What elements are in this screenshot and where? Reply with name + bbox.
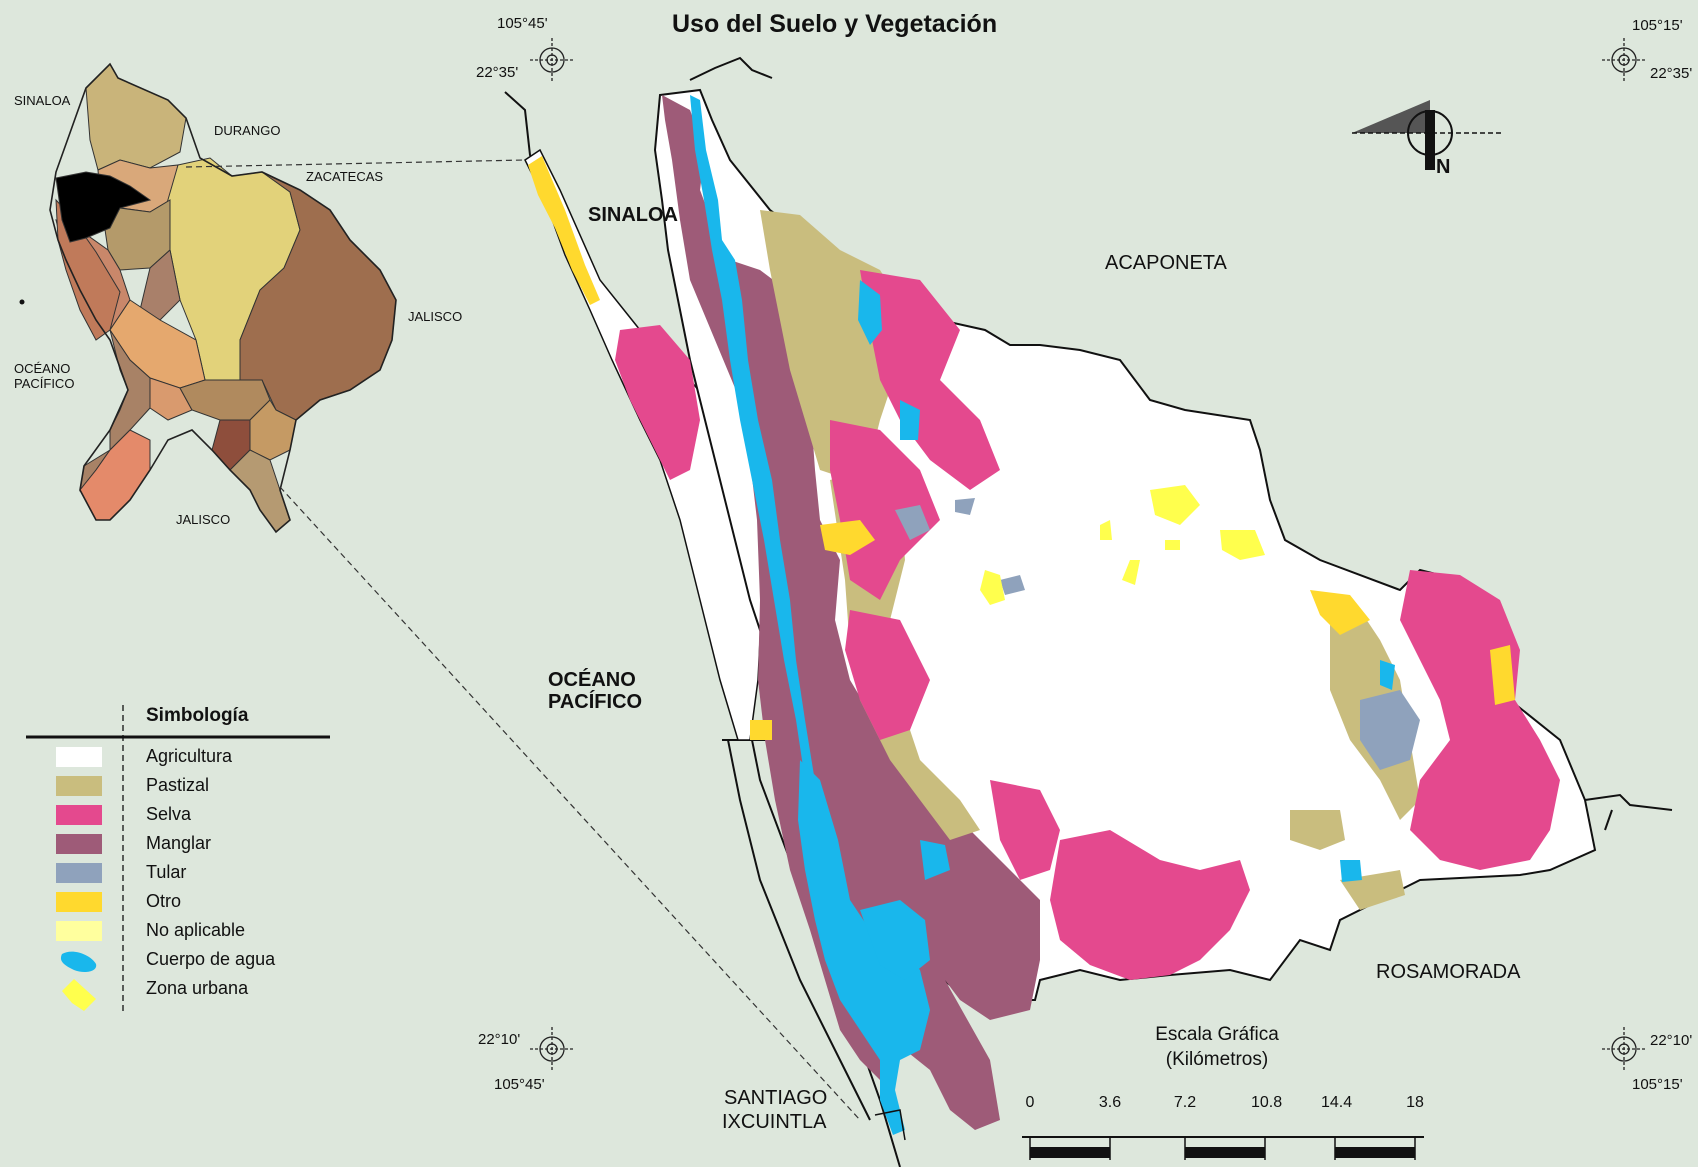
coord-marker-bottom-right (1602, 1027, 1646, 1071)
inset-label-pacifico: PACÍFICO (14, 376, 75, 391)
legend-swatch (56, 747, 102, 767)
selva-areas (615, 270, 1560, 980)
scale-tick-label: 10.8 (1251, 1094, 1283, 1111)
inset-municipalities (55, 63, 397, 533)
legend-item-label: Cuerpo de agua (146, 949, 276, 969)
scale-tick-label: 0 (1025, 1094, 1035, 1111)
scale-title-line2: (Kilómetros) (1165, 1049, 1269, 1070)
inset-connector-lines (185, 159, 861, 1121)
map-title: Uso del Suelo y Vegetación (672, 10, 998, 38)
inset-island-dot (19, 299, 25, 305)
inset-tecuala-highlight (55, 171, 152, 243)
map-label-ixcuintla: IXCUINTLA (722, 1111, 827, 1133)
scale-tick-label: 18 (1406, 1094, 1424, 1111)
legend-urban-icon (62, 979, 96, 1011)
coord-bottom-left-lon: 105°45' (494, 1076, 545, 1093)
scale-tick-label: 7.2 (1173, 1094, 1197, 1111)
inset-label-zacatecas: ZACATECAS (306, 169, 384, 184)
inset-label-jalisco-south: JALISCO (176, 512, 231, 527)
coastal-yellow-band (528, 156, 600, 305)
legend-item-label: Manglar (146, 833, 212, 853)
southern-boundary-strip (874, 1109, 906, 1141)
coord-bottom-right-lon: 105°15' (1632, 1076, 1683, 1093)
map-label-acaponeta: ACAPONETA (1105, 252, 1227, 274)
coord-top-left-lon: 105°45' (497, 15, 548, 32)
legend-item-label: No aplicable (146, 920, 246, 940)
coord-marker-top-right (1602, 38, 1646, 82)
inset-label-durango: DURANGO (214, 123, 281, 138)
inset-outline (49, 62, 397, 534)
north-label: N (1436, 156, 1451, 178)
legend-item-label: Zona urbana (146, 978, 249, 998)
inset-ruiz (139, 249, 181, 321)
inset-label-oceano: OCÉANO (14, 361, 71, 376)
scale-tick-label: 14.4 (1321, 1094, 1353, 1111)
legend-water-icon (60, 951, 97, 972)
map-label-santiago: SANTIAGO (724, 1087, 828, 1109)
scale-title-line1: Escala Gráfica (1155, 1024, 1279, 1045)
legend-swatch (56, 834, 102, 854)
inset-map (19, 62, 397, 534)
legend-swatch (56, 776, 102, 796)
legend-swatch (56, 892, 102, 912)
coord-top-right-lat: 22°35' (1650, 65, 1693, 82)
legend-graphics (26, 705, 330, 1015)
north-arrow-icon (1352, 100, 1502, 170)
main-map (504, 56, 1673, 1167)
legend-item-label: Tular (146, 862, 187, 882)
coastal-strip (524, 148, 763, 741)
coord-bottom-left-lat: 22°10' (478, 1031, 521, 1048)
map-label-pacifico: PACÍFICO (548, 691, 643, 713)
legend-swatch (56, 921, 102, 941)
legend-swatch (56, 805, 102, 825)
inset-label-sinaloa: SINALOA (14, 93, 71, 108)
agua-areas (690, 95, 1395, 1135)
scale-tick-label: 3.6 (1098, 1094, 1122, 1111)
tular-areas (895, 498, 1420, 770)
map-label-sinaloa: SINALOA (588, 204, 678, 226)
coord-top-right-lon: 105°15' (1632, 17, 1683, 34)
coord-marker-bottom-left (530, 1027, 574, 1071)
scale-bar (1022, 1136, 1424, 1160)
legend-item-label: Agricultura (146, 746, 233, 766)
legend-item-label: Otro (146, 891, 182, 911)
coord-top-left-lat: 22°35' (476, 64, 519, 81)
coord-marker-top-left (530, 38, 574, 82)
coord-bottom-right-lat: 22°10' (1650, 1032, 1693, 1049)
otro-areas (750, 520, 1515, 740)
legend-item-label: Selva (146, 804, 192, 824)
legend-item-label: Pastizal (146, 775, 210, 795)
legend-swatches (56, 747, 102, 1011)
map-label-oceano: OCÉANO (548, 669, 636, 691)
map-label-rosamorada: ROSAMORADA (1376, 961, 1521, 983)
legend-swatch (56, 863, 102, 883)
legend-title: Simbología (146, 705, 249, 726)
inset-label-jalisco-east: JALISCO (408, 309, 463, 324)
zona-urbana-areas (980, 485, 1265, 605)
inset-huajicori (85, 63, 187, 171)
